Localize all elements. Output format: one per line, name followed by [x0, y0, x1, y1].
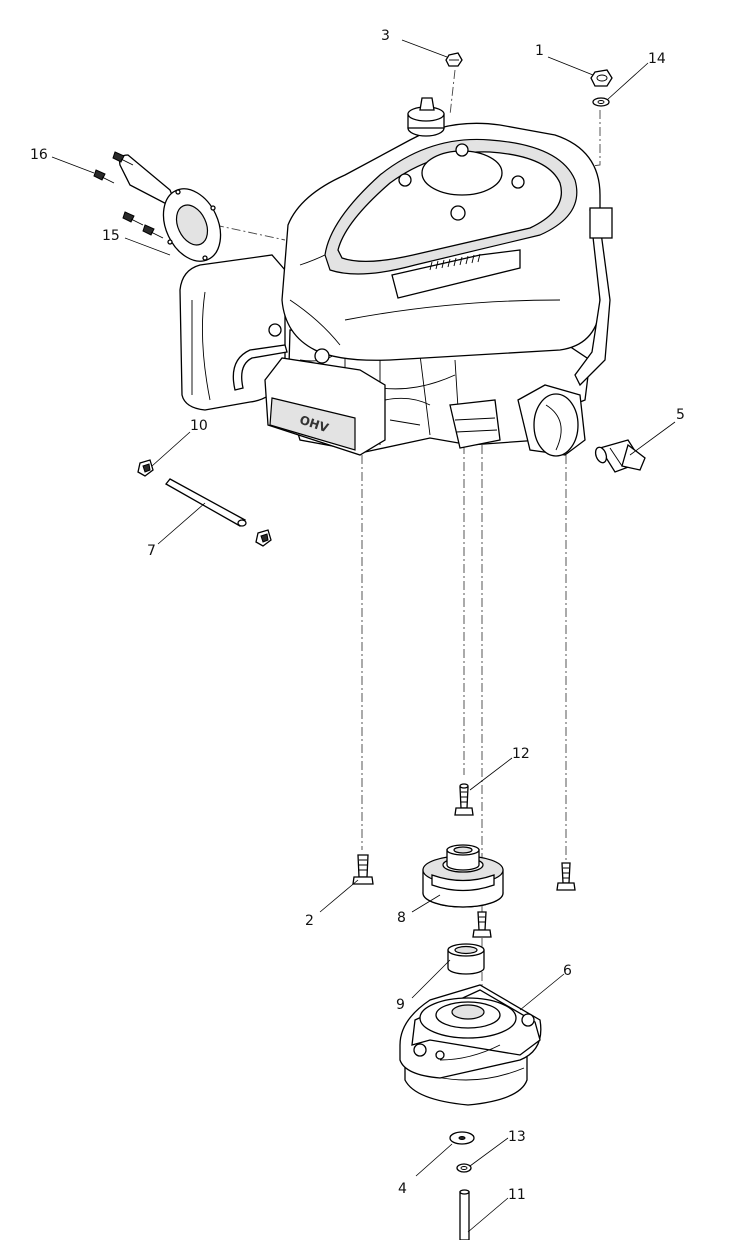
- callout-2: 2: [305, 913, 314, 929]
- callout-4: 4: [398, 1181, 407, 1197]
- air-intake-grille: [391, 249, 521, 299]
- callout-7: 7: [147, 543, 156, 559]
- part-7-rod: [165, 478, 247, 527]
- callout-12: 12: [512, 746, 530, 762]
- part-10-clip: [137, 459, 154, 477]
- callout-13: 13: [508, 1129, 526, 1145]
- part-2-bolt-left: [352, 854, 374, 885]
- part-10-clip-2: [255, 529, 272, 547]
- part-12-bolt: [454, 783, 474, 816]
- callout-10: 10: [190, 418, 208, 434]
- oil-filter: [517, 384, 586, 457]
- part-6-clutch: [399, 984, 542, 1106]
- part-11-shaft: [459, 1189, 470, 1240]
- callout-11: 11: [508, 1187, 526, 1203]
- part-16-screws: [93, 151, 164, 239]
- part-5-fitting: [594, 439, 646, 473]
- callout-9: 9: [396, 997, 405, 1013]
- part-12-bolt-lower: [472, 911, 492, 938]
- part-15-flange-plate: [119, 154, 222, 262]
- part-8-pulley: [422, 844, 504, 908]
- part-3-nut: [445, 52, 463, 67]
- leader-lines: [51, 39, 676, 1233]
- fuel-cap: [407, 97, 445, 137]
- callout-3: 3: [381, 28, 390, 44]
- callout-1: 1: [535, 43, 544, 59]
- part-1-nut: [590, 69, 613, 87]
- part-9-spacer: [447, 943, 485, 975]
- dipstick-tube: [574, 209, 611, 387]
- part-13-lock-washer: [456, 1163, 472, 1173]
- callout-15: 15: [102, 228, 120, 244]
- part-2-bolt-right: [556, 862, 576, 891]
- callout-14: 14: [648, 51, 666, 67]
- callout-5: 5: [676, 407, 685, 423]
- callout-6: 6: [563, 963, 572, 979]
- callout-16: 16: [30, 147, 48, 163]
- part-14-washer: [592, 97, 610, 107]
- part-4-washer: [449, 1131, 475, 1145]
- callout-numbers: 3 1 14 16 15 5 10 7 12 2 8 6 9 13 4 11: [30, 28, 685, 1203]
- engine-assembly: OHV: [179, 97, 613, 457]
- callout-8: 8: [397, 910, 406, 926]
